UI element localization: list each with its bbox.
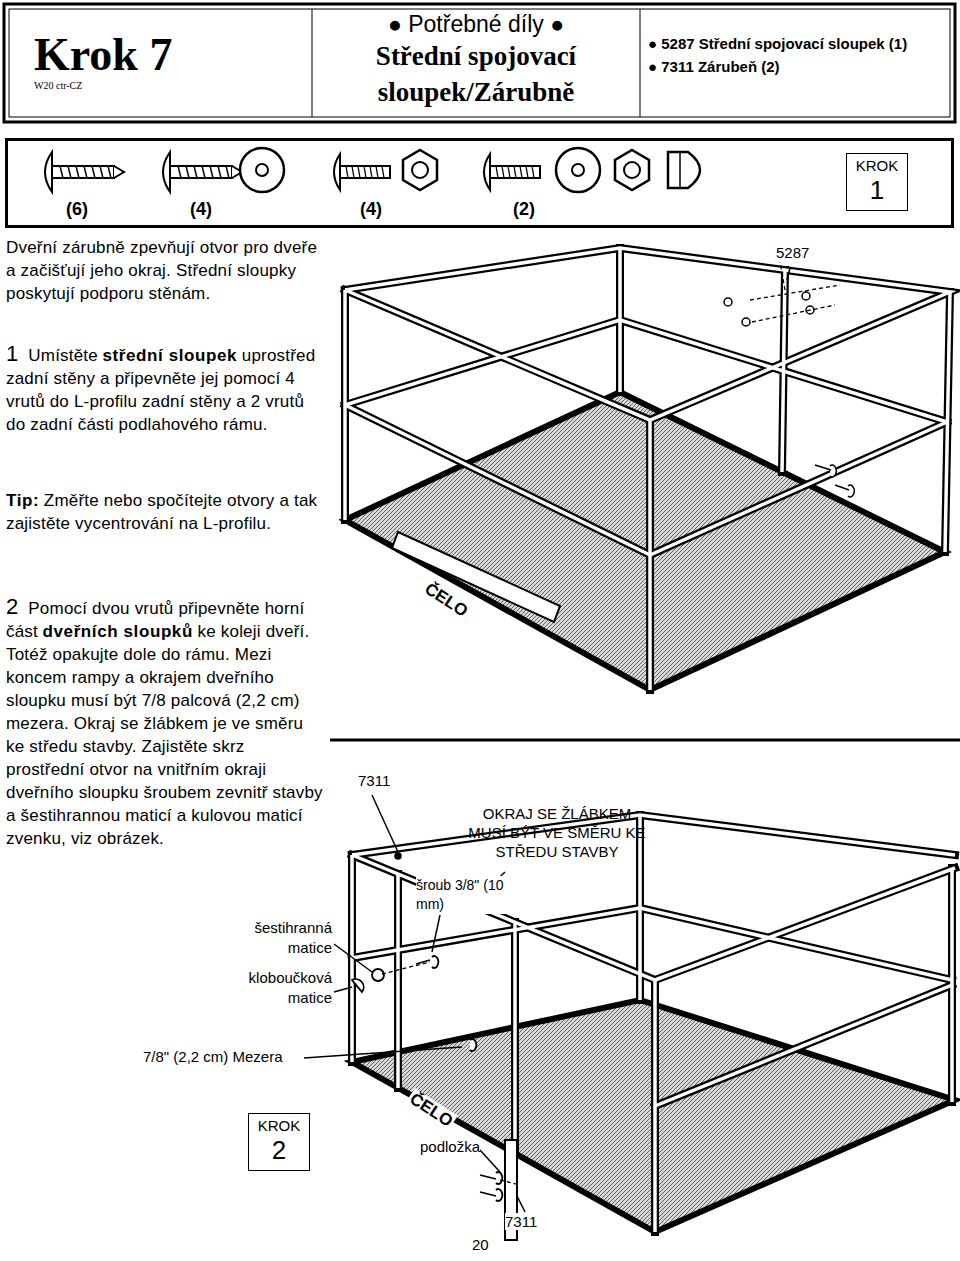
instruction-text: ke koleji dveří. Totéž opakujte dole do … [6, 622, 323, 848]
instruction-text: Změřte nebo spočítejte otvory a tak zaji… [6, 491, 317, 533]
node-text: Střední spojovací sloupek/Zárubně [316, 38, 636, 110]
node-text: (6) [66, 199, 88, 220]
parts-list-cell: ● 5287 Střední spojovací sloupek (1)● 73… [648, 32, 950, 78]
instruction-text: Tip: [6, 491, 39, 510]
dimension-label: 7/8" (2,2 cm) Mezera [143, 1048, 283, 1065]
separator [330, 739, 960, 742]
instruction-text: Dveřní zárubně zpevňují otvor pro dveře … [6, 238, 317, 303]
header-frame [4, 4, 955, 122]
instruction-text: Umístěte [28, 346, 98, 365]
callout-label: šroub 3/8" (10 mm) [416, 876, 516, 914]
callout-label: podložka [420, 1138, 480, 1155]
hardware-icons [45, 148, 700, 192]
node-text: KROK [853, 157, 901, 175]
hardware-strip: (6) (4) (4) (2) KROK1 [5, 138, 954, 228]
part-number: 5287 [776, 244, 809, 261]
step-number: 1 [6, 341, 18, 366]
callout-label: kloboučková matice [226, 968, 332, 1008]
callout-note: OKRAJ SE ŽLÁBKEM MUSÍ BÝT VE SMĚRU KE ST… [462, 804, 652, 861]
instruction-paragraph: 2Pomocí dvou vrutů připevněte horní část… [6, 595, 324, 850]
node-text: W20 ctr-CZ [34, 80, 306, 91]
node-text: ● 5287 Střední spojovací sloupek (1) [648, 32, 950, 55]
shed-frame-bottom [352, 815, 955, 1240]
step-box: KROK1 [846, 153, 908, 211]
instruction-text: střední sloupek [103, 346, 238, 365]
page-number: 20 [472, 1236, 489, 1253]
parts-heading-cell: ● Potřebné díly ●Střední spojovací sloup… [316, 10, 636, 110]
instruction-paragraph: 1Umístětestřední sloupekuprostřed zadní … [6, 342, 324, 436]
node-text: (2) [513, 199, 535, 220]
leader-lines [304, 268, 790, 1212]
node-text: KROK [255, 1117, 303, 1135]
instruction-paragraph: Dveřní zárubně zpevňují otvor pro dveře … [6, 236, 324, 305]
step-box: KROK2 [248, 1113, 310, 1171]
part-number: 7311 [358, 772, 390, 789]
step-number: 2 [6, 594, 18, 619]
node-text: (4) [360, 199, 382, 220]
node-text: (4) [190, 199, 212, 220]
node-text: ● Potřebné díly ● [316, 10, 636, 38]
node-text: 2 [255, 1135, 303, 1165]
callout-label: šestihranná matice [226, 918, 332, 958]
instruction-paragraph: Tip:Změřte nebo spočítejte otvory a tak … [6, 489, 324, 535]
instruction-text: dveřních sloupků [43, 622, 193, 641]
node-text: ● 7311 Zárubeň (2) [648, 55, 950, 78]
node-text: 1 [853, 175, 901, 205]
step-heading-cell: Krok 7W20 ctr-CZ [16, 16, 306, 91]
part-number: 7311 [505, 1213, 537, 1230]
node-text: Krok 7 [34, 30, 306, 80]
shed-frame-top [345, 248, 950, 690]
